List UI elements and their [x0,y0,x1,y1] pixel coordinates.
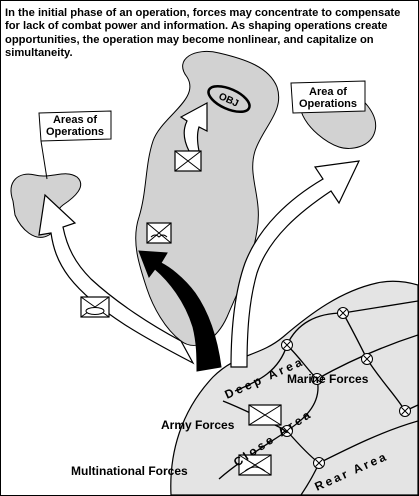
army-forces-label: Army Forces [161,418,235,432]
army-forces-unit-icon [248,404,282,426]
callout-areas-of-operations-left: Areas of Operations [38,110,112,180]
airborne-unit-icon [146,222,172,244]
area-of-operations-right-line1: Area of [309,86,347,98]
circle-x-node-icon [281,339,293,351]
circle-x-node-icon [311,373,323,385]
circle-x-node-icon [281,425,293,437]
left-axis-arrow [38,193,195,365]
circle-x-node-icon [313,457,325,469]
infantry-unit-icon [174,150,202,172]
objective-ellipse [207,84,251,114]
multinational-forces-unit-icon [238,454,272,476]
area-of-operations-right-line2: Operations [299,98,357,110]
area-center-blob [135,51,280,346]
boundary-nodes [281,307,411,469]
objective-arrow [179,101,208,152]
circle-x-node-icon [399,405,411,417]
armored-infantry-unit-icon [80,296,110,318]
marine-forces-label: Marine Forces [287,372,369,386]
multinational-forces-label: Multinational Forces [71,464,188,478]
callout-area-of-operations-right: Area of Operations [290,80,366,114]
main-effort-arrow [138,250,222,372]
circle-x-node-icon [337,307,349,319]
areas-of-operations-left-line1: Areas of [53,114,97,126]
areas-of-operations-left-line2: Operations [46,126,104,138]
right-axis-arrow [230,160,361,368]
circle-x-node-icon [361,353,373,365]
caption-text: In the initial phase of an operation, fo… [5,7,401,60]
ground-area [170,280,418,495]
